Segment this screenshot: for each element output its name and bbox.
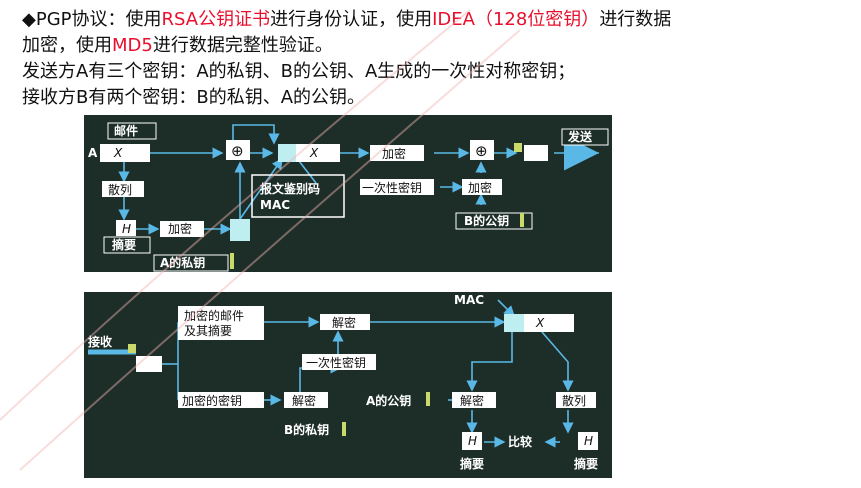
receiver-x-box: [524, 314, 574, 332]
key-icon: [230, 253, 234, 269]
receiver-diagram: 加密的邮件 及其摘要 解密 一次性密钥 加密的密钥 解密 X 解密 散列 H H…: [88, 293, 598, 471]
intro-text: 进行数据: [599, 9, 672, 30]
compare-label: 比较: [508, 434, 532, 449]
enc-key-box: [178, 392, 264, 408]
digest-label: 摘要: [112, 237, 136, 252]
rsa-highlight: RSA公钥证书: [161, 9, 271, 30]
receiver-h2-text: H: [584, 434, 593, 448]
sender-out-box: [524, 145, 548, 161]
intro-text: 进行身份认证，使用: [270, 9, 433, 30]
receive-label: 接收: [88, 334, 112, 349]
sender-encrypt2-box: [370, 145, 424, 161]
send-label-box: [561, 128, 609, 146]
b-public-label: B的公钥: [464, 213, 509, 228]
sender-x2-box: [296, 144, 340, 162]
receiver-h1-text: H: [468, 434, 477, 448]
sender-x-box: [100, 144, 150, 162]
receiver-decrypt1-box: [320, 314, 370, 330]
digest-label-box: [103, 236, 151, 254]
receiver-session-key-box: [302, 354, 376, 370]
sender-hash-box: [102, 181, 144, 197]
intro-line-2: 加密，使用MD5进行数据完整性验证。: [22, 34, 333, 58]
envelope-icon: [136, 356, 162, 372]
sender-encrypt1-text: 加密: [168, 221, 192, 236]
sender-plus1-box: [226, 140, 250, 160]
receiver-hash-text: 散列: [562, 393, 586, 408]
receiver-decrypt3-text: 解密: [460, 393, 484, 408]
receiver-hash-box: [556, 392, 596, 408]
mail-label: 邮件: [114, 123, 138, 138]
receiver-decrypt1-text: 解密: [332, 315, 356, 330]
sender-encrypt3-box: [462, 179, 502, 195]
receiver-decrypt2-box: [284, 392, 328, 408]
enc-key-text: 加密的密钥: [182, 393, 242, 408]
sender-mac-box: [251, 174, 345, 218]
lock-icon: [514, 143, 522, 152]
enc-mail-box: [178, 306, 264, 340]
receiver-h1-box: [462, 432, 482, 450]
intro-line-1: ◆PGP协议：使用RSA公钥证书进行身份认证，使用IDEA（128位密钥）进行数…: [22, 8, 671, 32]
send-label: 发送: [567, 129, 593, 144]
mail-label-box: [107, 122, 157, 140]
a-private-label: A的私钥: [160, 255, 205, 270]
receiver-h2-box: [578, 432, 598, 450]
receiver-cipher-block: [504, 314, 524, 332]
receiver-decrypt2-text: 解密: [292, 393, 316, 408]
sender-diagram-panel: X 散列 H 加密 ⊕ X 加密 ⊕ 一次性密钥 加密 A 邮件 摘要 A的私钥…: [84, 115, 612, 272]
sender-session-key-text: 一次性密钥: [362, 180, 422, 195]
sender-h-box: [116, 220, 136, 236]
sender-x-text: X: [113, 146, 123, 160]
b-private-label: B的私钥: [284, 422, 329, 437]
sender-x2-text: X: [309, 146, 319, 160]
enc-mail-text-2: 及其摘要: [184, 323, 232, 338]
b-public-label-box: [455, 212, 533, 230]
mac-label-2: MAC: [260, 198, 290, 212]
receiver-diagram-panel: 加密的邮件 及其摘要 解密 一次性密钥 加密的密钥 解密 X 解密 散列 H H…: [84, 292, 612, 478]
receiver-keys-line: 接收方B有两个密钥：B的私钥、A的公钥。: [22, 87, 366, 108]
sender-cipher-block: [278, 144, 296, 162]
key-icon: [426, 392, 430, 406]
sender-diagram: X 散列 H 加密 ⊕ X 加密 ⊕ 一次性密钥 加密 A 邮件 摘要 A的私钥…: [88, 122, 609, 272]
sender-a-label: A: [88, 146, 98, 160]
a-public-label: A的公钥: [366, 393, 411, 408]
mac-label: MAC: [454, 293, 484, 307]
receiver-session-key-text: 一次性密钥: [306, 355, 366, 370]
digest-label-1: 摘要: [460, 456, 484, 471]
intro-text: 加密，使用: [22, 35, 112, 56]
sender-session-key-box: [360, 179, 434, 195]
sender-plus1-text: ⊕: [231, 142, 244, 160]
receiver-x-text: X: [535, 316, 545, 330]
enc-mail-text-1: 加密的邮件: [184, 308, 244, 323]
sender-plus2-text: ⊕: [475, 142, 488, 160]
sender-plus2-box: [470, 140, 494, 160]
digest-label-2: 摘要: [574, 456, 598, 471]
sender-encrypt3-text: 加密: [468, 180, 492, 195]
sender-encrypt2-text: 加密: [382, 146, 406, 161]
md5-highlight: MD5: [112, 35, 153, 56]
sender-hash-text: 散列: [108, 182, 132, 197]
sender-h-text: H: [122, 222, 131, 236]
key-icon: [342, 422, 346, 436]
intro-text: ◆PGP协议：使用: [22, 9, 162, 30]
sender-keys-line: 发送方A有三个密钥：A的私钥、B的公钥、A生成的一次性对称密钥；: [22, 61, 576, 82]
sender-encrypt1-box: [160, 221, 204, 237]
receiver-decrypt3-box: [452, 392, 496, 408]
lock-icon: [128, 344, 136, 353]
idea-highlight: IDEA（128位密钥）: [432, 9, 600, 30]
intro-text: 进行数据完整性验证。: [152, 35, 333, 56]
a-private-label-box: [153, 254, 229, 272]
mac-label-1: 报文鉴别码: [260, 181, 320, 196]
sender-cipher-block-2: [230, 219, 250, 241]
key-icon: [520, 213, 524, 227]
